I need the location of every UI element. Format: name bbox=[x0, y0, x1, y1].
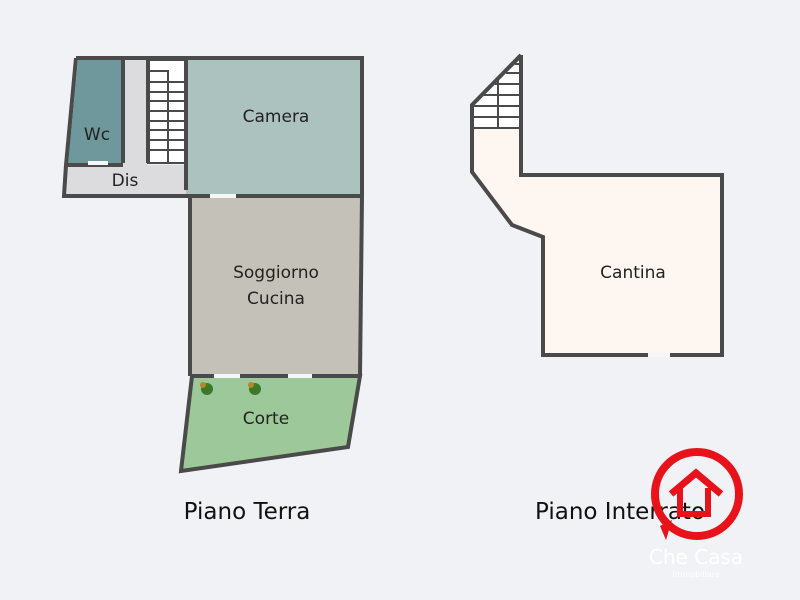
floor-title-piano-interrato: Piano Interrato bbox=[535, 499, 705, 525]
room-label-corte: Corte bbox=[243, 409, 289, 429]
che-casa-logo: Che Casa Immobiliare bbox=[649, 448, 743, 579]
plant-icon bbox=[200, 382, 213, 395]
room-label-cantina: Cantina bbox=[600, 263, 666, 283]
room-dis bbox=[65, 165, 186, 195]
room-label-cucina: Cucina bbox=[247, 289, 305, 309]
piano-interrato-plan: Cantina Piano Interrato bbox=[470, 53, 724, 525]
room-cantina bbox=[472, 55, 722, 355]
logo-name: Che Casa bbox=[649, 545, 743, 569]
piano-terra-plan: Wc Dis Camera Soggiorno Cucina Corte Pia… bbox=[61, 56, 364, 525]
room-label-soggiorno: Soggiorno bbox=[233, 263, 319, 283]
room-label-dis: Dis bbox=[112, 171, 139, 191]
room-label-wc: Wc bbox=[84, 125, 110, 145]
corridor bbox=[123, 60, 148, 165]
room-soggiorno-cucina bbox=[192, 195, 360, 375]
logo-subtitle: Immobiliare bbox=[672, 570, 720, 579]
floor-title-piano-terra: Piano Terra bbox=[184, 499, 311, 525]
room-camera bbox=[186, 60, 360, 195]
room-corte bbox=[182, 376, 358, 470]
plant-icon bbox=[248, 382, 261, 395]
room-wc bbox=[68, 60, 123, 163]
stair-steps bbox=[471, 54, 522, 129]
room-label-camera: Camera bbox=[243, 107, 310, 127]
